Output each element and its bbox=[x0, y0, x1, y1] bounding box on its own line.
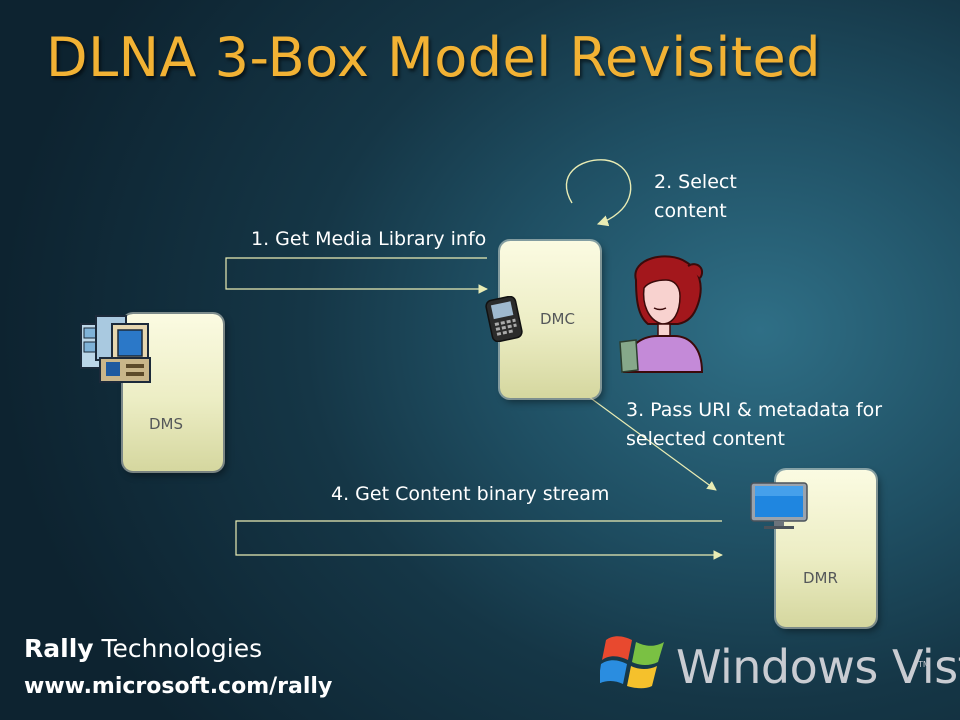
slide-title: DLNA 3-Box Model Revisited bbox=[46, 26, 822, 89]
arrow-content-stream bbox=[235, 520, 723, 560]
windows-flag-icon bbox=[600, 636, 664, 689]
step2-label-line1: 2. Select bbox=[654, 171, 737, 193]
arrow-select-content bbox=[565, 159, 632, 227]
dmc-label: DMC bbox=[540, 310, 575, 328]
tv-icon bbox=[750, 482, 808, 529]
step2-label-line2: content bbox=[654, 200, 727, 222]
step3-label-line2: selected content bbox=[626, 428, 785, 450]
step1-label: 1. Get Media Library info bbox=[251, 228, 487, 250]
arrow-pass-uri bbox=[565, 379, 717, 491]
brand-bold: Rally bbox=[24, 634, 94, 663]
user-person-icon bbox=[619, 255, 704, 373]
arrow-get-library bbox=[225, 257, 488, 294]
brand-name: Rally Technologies bbox=[24, 634, 262, 663]
brand-url[interactable]: www.microsoft.com/rally bbox=[24, 674, 333, 699]
windows-vista-logo: Windows Vista bbox=[676, 640, 960, 694]
step3-label-line1: 3. Pass URI & metadata for bbox=[626, 399, 883, 421]
brand-rest: Technologies bbox=[93, 634, 263, 663]
step4-label: 4. Get Content binary stream bbox=[331, 483, 610, 505]
logo-trademark: TM bbox=[918, 660, 930, 669]
dmr-label: DMR bbox=[803, 569, 838, 587]
pda-icon bbox=[485, 296, 523, 342]
dms-label: DMS bbox=[149, 415, 184, 433]
media-server-icon bbox=[80, 315, 151, 383]
